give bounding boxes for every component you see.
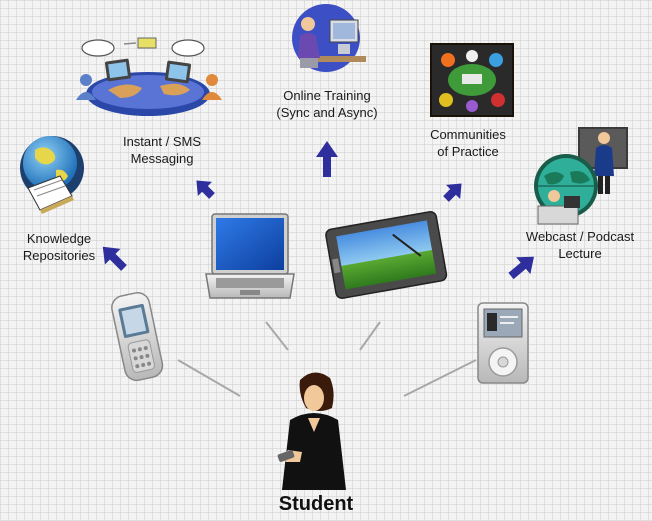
arrow-training: [316, 141, 338, 177]
student-figure: [277, 372, 346, 490]
laptop-icon: [205, 213, 295, 299]
student-label: Student: [278, 493, 354, 515]
world-chat-icon: [76, 37, 222, 116]
mobile-phone-icon: [111, 292, 164, 382]
arrow-webcast: [508, 256, 534, 280]
arrows: [102, 141, 534, 280]
globe-book-icon: [20, 136, 84, 214]
connector-line: [177, 359, 241, 397]
arrow-communities: [443, 183, 462, 202]
label-training: Online Training(Sync and Async): [276, 88, 378, 120]
group-meeting-icon: [430, 43, 514, 117]
ipod-icon: [477, 302, 529, 384]
computer-user-icon: [292, 4, 366, 72]
presenter-globe-icon: [534, 127, 628, 225]
arrow-knowledge: [102, 246, 127, 271]
connector-line: [403, 359, 477, 397]
arrow-messaging: [196, 180, 215, 199]
connector-line: [359, 321, 381, 351]
connector-lines: [177, 321, 477, 397]
tablet-pc-icon: [325, 210, 448, 299]
connector-line: [265, 321, 289, 351]
